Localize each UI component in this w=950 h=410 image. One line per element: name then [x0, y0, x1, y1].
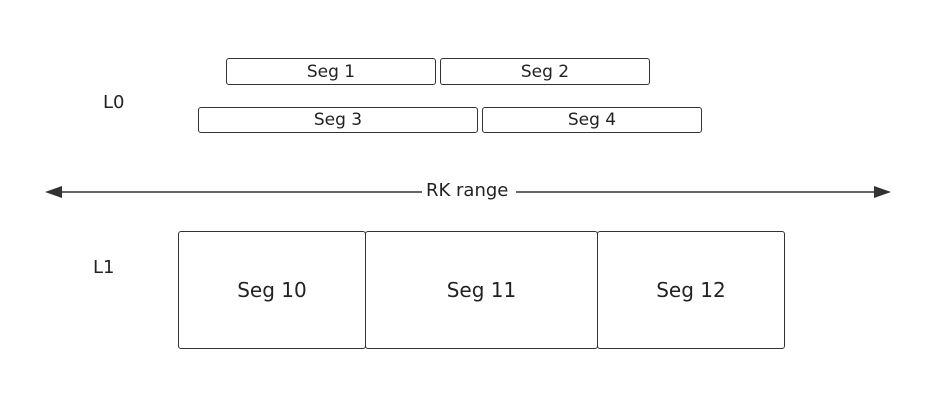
segment-label: Seg 2	[520, 61, 570, 82]
segment-label: Seg 10	[237, 278, 307, 302]
segment-label: Seg 12	[656, 278, 726, 302]
level-label-l0: L0	[103, 92, 125, 113]
segment-seg-12: Seg 12	[597, 231, 785, 349]
segment-label: Seg 1	[306, 61, 356, 82]
segment-label: Seg 3	[313, 110, 363, 130]
rk-range-arrow	[45, 186, 891, 198]
segment-label: Seg 11	[446, 278, 517, 302]
arrowhead-right-icon	[874, 186, 891, 198]
segment-seg-4: Seg 4	[482, 107, 702, 133]
segment-seg-11: Seg 11	[365, 231, 598, 349]
segment-seg-10: Seg 10	[178, 231, 366, 349]
segment-seg-2: Seg 2	[440, 58, 650, 85]
rk-range-label: RK range	[425, 180, 510, 201]
arrowhead-left-icon	[45, 186, 62, 198]
segment-seg-3: Seg 3	[198, 107, 478, 133]
level-label-l1: L1	[93, 257, 115, 278]
segment-label: Seg 4	[567, 110, 617, 130]
segment-seg-1: Seg 1	[226, 58, 436, 85]
